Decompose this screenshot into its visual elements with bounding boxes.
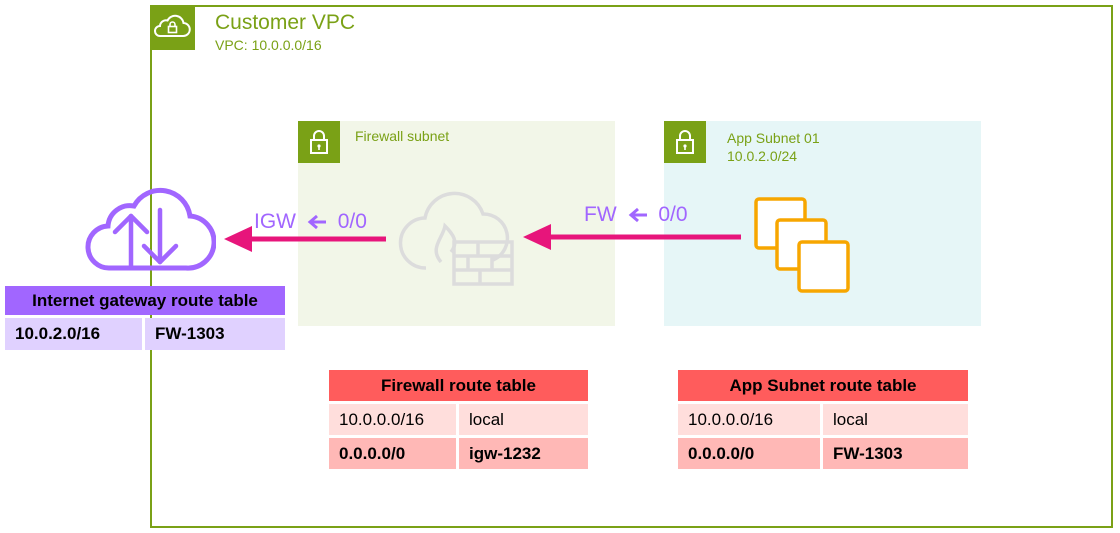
lock-icon bbox=[664, 121, 706, 163]
app-subnet-cidr: 10.0.2.0/24 bbox=[727, 148, 798, 164]
left-arrow-icon bbox=[307, 215, 326, 230]
route-target: local bbox=[823, 404, 968, 435]
vpc-cidr: VPC: 10.0.0.0/16 bbox=[215, 37, 322, 53]
route-destination: 0.0.0.0/0 bbox=[329, 438, 459, 469]
internet-gateway-cloud-icon bbox=[74, 180, 217, 281]
firewall-route-table: Firewall route table 10.0.0.0/16 local 0… bbox=[329, 370, 588, 469]
route-destination: 10.0.0.0/16 bbox=[329, 404, 459, 435]
left-arrow-icon bbox=[628, 208, 647, 223]
fw-destination: 0/0 bbox=[658, 203, 688, 226]
firewall-route-table-title: Firewall route table bbox=[329, 370, 588, 401]
fw-arrow-label: FW 0/0 bbox=[584, 203, 688, 227]
vpc-cloud-lock-icon bbox=[150, 5, 195, 50]
arrow-to-firewall bbox=[523, 224, 741, 250]
firewall-subnet-title: Firewall subnet bbox=[355, 128, 450, 144]
ec2-instances-icon bbox=[752, 195, 856, 300]
arrow-to-igw bbox=[224, 226, 386, 252]
vpc-title: Customer VPC bbox=[215, 11, 356, 34]
route-destination: 10.0.0.0/16 bbox=[678, 404, 823, 435]
igw-route-table: Internet gateway route table 10.0.2.0/16… bbox=[5, 286, 285, 350]
firewall-subnet bbox=[298, 121, 615, 326]
network-firewall-icon bbox=[396, 170, 518, 297]
route-target: igw-1232 bbox=[459, 438, 588, 469]
app-route-table-title: App Subnet route table bbox=[678, 370, 968, 401]
igw-arrow-label: IGW 0/0 bbox=[254, 210, 367, 234]
fw-target: FW bbox=[584, 203, 617, 226]
app-subnet-route-table: App Subnet route table 10.0.0.0/16 local… bbox=[678, 370, 968, 469]
lock-icon bbox=[298, 121, 340, 163]
app-subnet-title: App Subnet 01 bbox=[727, 130, 820, 146]
route-target: FW-1303 bbox=[145, 318, 285, 350]
route-target: local bbox=[459, 404, 588, 435]
route-target: FW-1303 bbox=[823, 438, 968, 469]
igw-destination: 0/0 bbox=[337, 210, 367, 233]
route-destination: 10.0.2.0/16 bbox=[5, 318, 145, 350]
igw-route-table-title: Internet gateway route table bbox=[5, 286, 285, 315]
route-destination: 0.0.0.0/0 bbox=[678, 438, 823, 469]
igw-target: IGW bbox=[254, 210, 296, 233]
